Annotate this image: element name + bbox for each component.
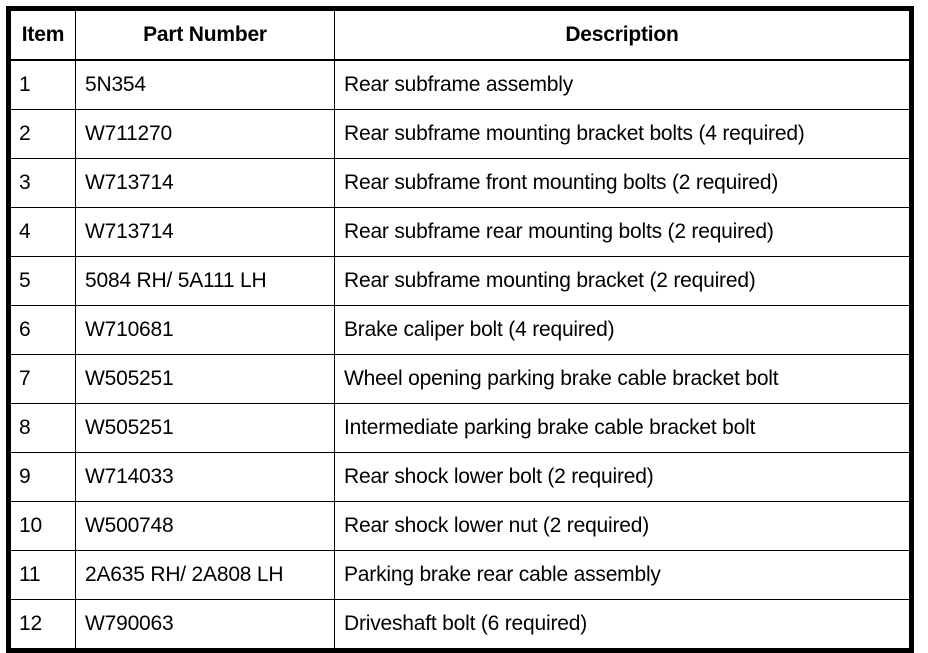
cell-description: Rear subframe mounting bracket (2 requir… xyxy=(334,256,912,306)
column-header-part-number: Part Number xyxy=(75,8,335,61)
cell-description: Rear subframe assembly xyxy=(334,59,912,110)
cell-part-number: 2A635 RH/ 2A808 LH xyxy=(75,550,335,600)
cell-item: 4 xyxy=(8,207,76,257)
column-header-item: Item xyxy=(8,8,76,61)
cell-part-number: W713714 xyxy=(75,207,335,257)
cell-part-number: W505251 xyxy=(75,354,335,404)
cell-part-number: W711270 xyxy=(75,109,335,159)
table-header-row: Item Part Number Description xyxy=(8,8,912,61)
cell-item: 1 xyxy=(8,59,76,110)
cell-item: 7 xyxy=(8,354,76,404)
cell-description: Brake caliper bolt (4 required) xyxy=(334,305,912,355)
cell-item: 6 xyxy=(8,305,76,355)
cell-item: 11 xyxy=(8,550,76,600)
cell-description: Rear subframe rear mounting bolts (2 req… xyxy=(334,207,912,257)
cell-description: Rear shock lower nut (2 required) xyxy=(334,501,912,551)
cell-part-number: W713714 xyxy=(75,158,335,208)
cell-item: 8 xyxy=(8,403,76,453)
cell-description: Rear shock lower bolt (2 required) xyxy=(334,452,912,502)
cell-item: 5 xyxy=(8,256,76,306)
cell-description: Driveshaft bolt (6 required) xyxy=(334,599,912,651)
cell-part-number: W505251 xyxy=(75,403,335,453)
cell-item: 2 xyxy=(8,109,76,159)
cell-part-number: W500748 xyxy=(75,501,335,551)
cell-item: 12 xyxy=(8,599,76,651)
cell-description: Intermediate parking brake cable bracket… xyxy=(334,403,912,453)
cell-item: 3 xyxy=(8,158,76,208)
cell-part-number: 5N354 xyxy=(75,59,335,110)
column-header-description: Description xyxy=(334,8,912,61)
cell-description: Rear subframe mounting bracket bolts (4 … xyxy=(334,109,912,159)
cell-part-number: W790063 xyxy=(75,599,335,651)
cell-item: 9 xyxy=(8,452,76,502)
table-header: Item Part Number Description xyxy=(8,8,912,61)
cell-description: Parking brake rear cable assembly xyxy=(334,550,912,600)
cell-part-number: 5084 RH/ 5A111 LH xyxy=(75,256,335,306)
cell-item: 10 xyxy=(8,501,76,551)
cell-part-number: W710681 xyxy=(75,305,335,355)
cell-part-number: W714033 xyxy=(75,452,335,502)
cell-description: Rear subframe front mounting bolts (2 re… xyxy=(334,158,912,208)
cell-description: Wheel opening parking brake cable bracke… xyxy=(334,354,912,404)
